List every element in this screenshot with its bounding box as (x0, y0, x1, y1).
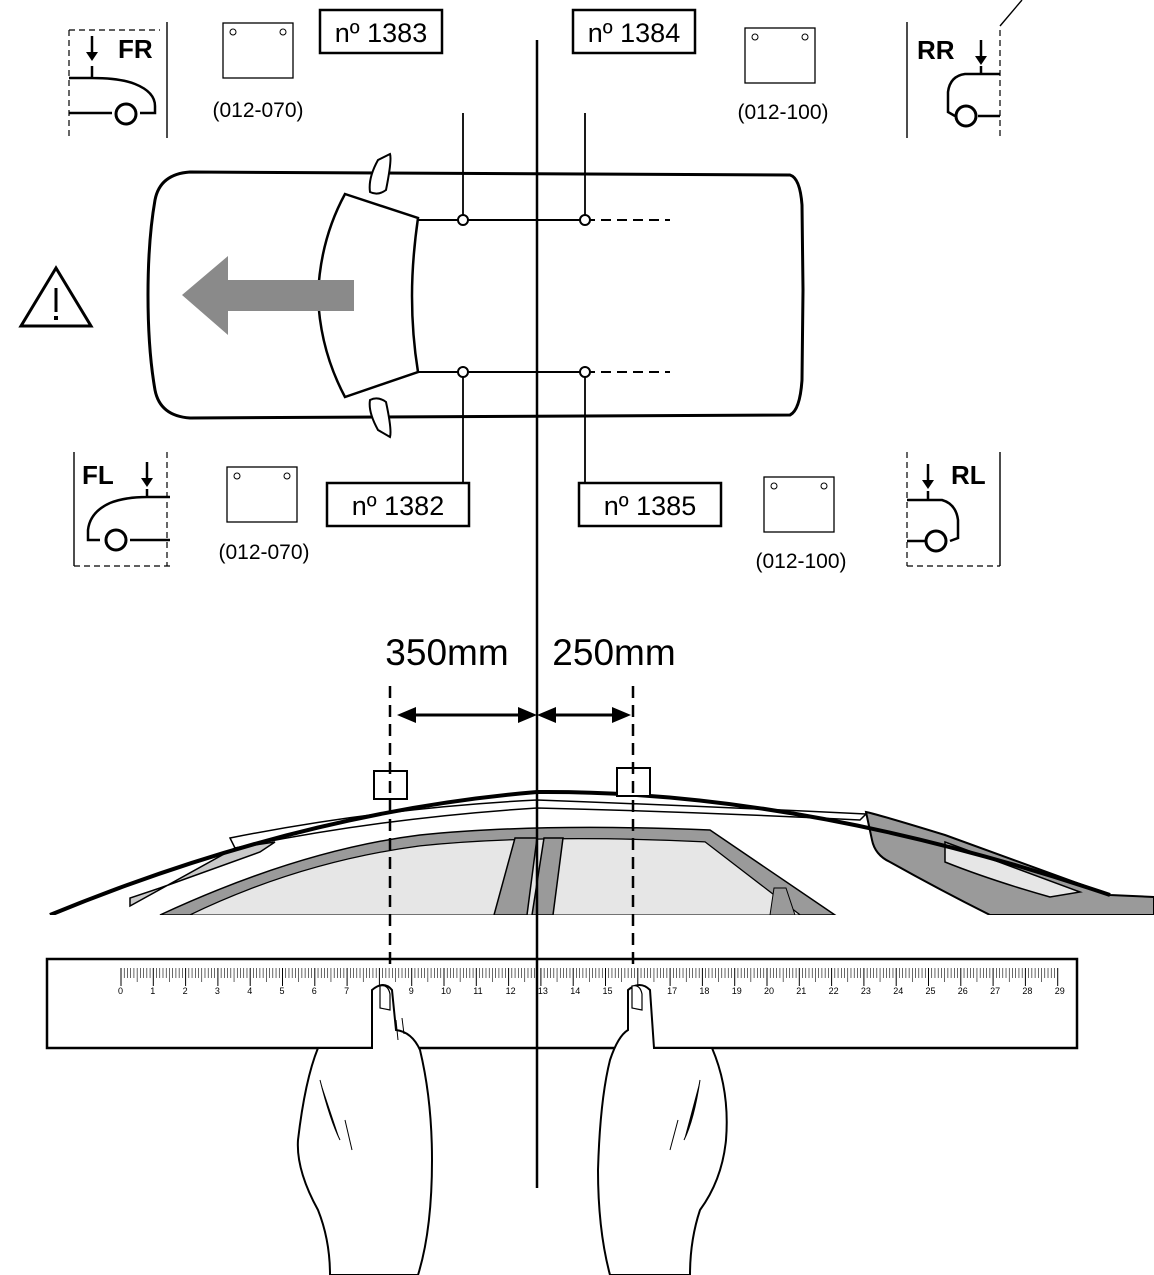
ruler-tick-label: 10 (441, 986, 451, 996)
ruler-tick-label: 18 (699, 986, 709, 996)
ruler-tick-label: 2 (183, 986, 188, 996)
rr-pad-code: (012-100) (737, 101, 828, 124)
ruler-tick-label: 24 (893, 986, 903, 996)
ruler-tick-label: 19 (732, 986, 742, 996)
ruler-tick-label: 29 (1055, 986, 1065, 996)
fr-label: FR (118, 34, 153, 64)
car-side-view (40, 789, 1154, 945)
part-box-1384: nº 1384 (571, 8, 697, 55)
ruler-tick-label: 9 (409, 986, 414, 996)
rl-label: RL (951, 460, 986, 490)
ruler-tick-label: 28 (1022, 986, 1032, 996)
svg-text:nº 1385: nº 1385 (604, 491, 696, 521)
fl-position-icon: FL (73, 452, 170, 567)
car-top-view (146, 113, 805, 483)
fr-pad-square (222, 22, 294, 79)
ruler-tick-label: 27 (990, 986, 1000, 996)
ruler: 0123456789101112131415161718192021222324… (45, 957, 1079, 1050)
ruler-tick-label: 23 (861, 986, 871, 996)
fl-pad-code: (012-070) (218, 541, 309, 564)
front-direction-arrow (182, 256, 354, 335)
ruler-tick-label: 13 (538, 986, 548, 996)
rl-pad-square (763, 476, 835, 533)
fr-pad-code: (012-070) (212, 99, 303, 122)
part-box-1385: nº 1385 (577, 481, 723, 528)
part-box-1383: nº 1383 (318, 8, 444, 55)
ruler-tick-label: 26 (958, 986, 968, 996)
ruler-tick-label: 4 (247, 986, 252, 996)
ruler-tick-label: 14 (570, 986, 580, 996)
ruler-tick-label: 3 (215, 986, 220, 996)
measurement-guides (388, 686, 635, 965)
ruler-tick-label: 1 (150, 986, 155, 996)
fr-position-icon: FR (68, 22, 168, 138)
dimension-arrows (397, 707, 631, 723)
svg-text:nº 1382: nº 1382 (352, 491, 444, 521)
ruler-tick-label: 11 (473, 986, 482, 996)
ruler-tick-label: 22 (829, 986, 839, 996)
rl-position-icon: RL (906, 452, 1001, 567)
ruler-tick-label: 20 (764, 986, 774, 996)
ruler-tick-label: 12 (506, 986, 516, 996)
svg-text:nº 1384: nº 1384 (588, 18, 680, 48)
right-hand (596, 984, 728, 1275)
rr-label: RR (917, 35, 955, 65)
fl-pad-square (226, 466, 298, 523)
svg-text:nº 1383: nº 1383 (335, 18, 427, 48)
rr-pad-square (744, 27, 816, 84)
ruler-tick-label: 0 (118, 986, 123, 996)
left-hand (296, 984, 434, 1275)
rear-distance-label: 250mm (552, 632, 675, 673)
ruler-tick-label: 17 (667, 986, 677, 996)
part-box-1382: nº 1382 (325, 481, 471, 528)
ruler-tick-label: 6 (312, 986, 317, 996)
front-distance-label: 350mm (385, 632, 508, 673)
warning-triangle-icon (18, 265, 94, 328)
rl-pad-code: (012-100) (755, 550, 846, 573)
ruler-tick-label: 5 (280, 986, 285, 996)
ruler-tick-label: 7 (344, 986, 349, 996)
rr-position-icon: RR (906, 0, 1023, 138)
ruler-tick-label: 21 (796, 986, 806, 996)
fl-label: FL (82, 460, 114, 490)
ruler-tick-label: 15 (603, 986, 613, 996)
ruler-tick-label: 25 (926, 986, 936, 996)
